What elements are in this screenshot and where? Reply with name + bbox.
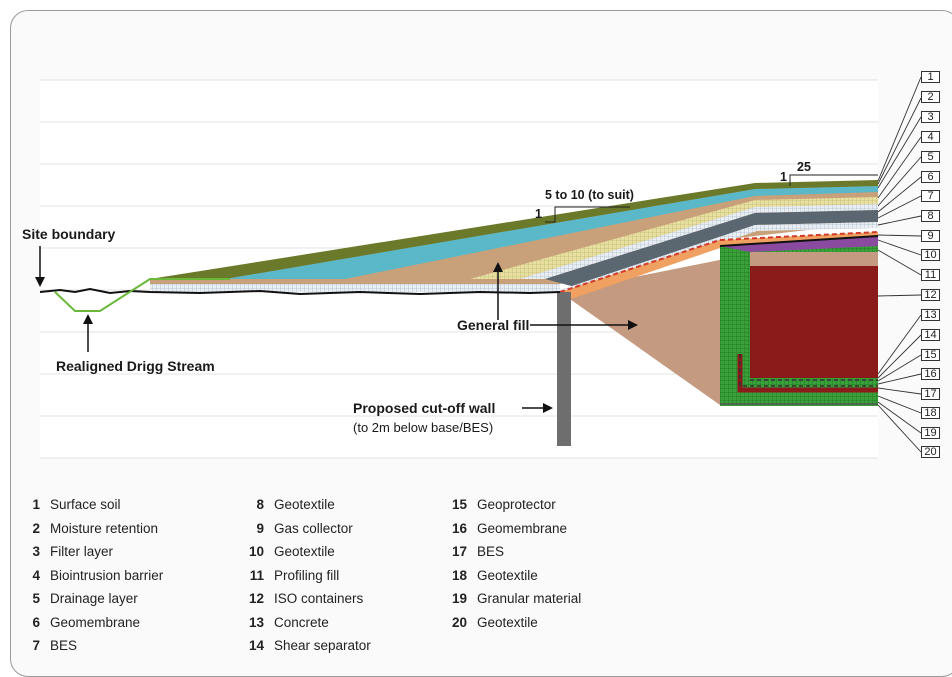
cutoff-wall-label: Proposed cut-off wall <box>353 400 496 416</box>
cap-slope-one-label: 1 <box>780 170 787 184</box>
layer-number-box: 3 <box>921 111 940 123</box>
slope-one-label: 1 <box>535 207 542 221</box>
layer-number-box: 6 <box>921 171 940 183</box>
container-block <box>719 235 879 406</box>
cutoff-wall <box>557 292 571 446</box>
layer-number-box: 4 <box>921 131 940 143</box>
layer-number-box: 5 <box>921 151 940 163</box>
layer-number-box: 16 <box>921 368 940 380</box>
ground-line <box>39 287 561 296</box>
stream-channel <box>54 278 230 312</box>
layer-number-box: 8 <box>921 210 940 222</box>
leader-lines <box>877 76 922 453</box>
layer-number-box: 7 <box>921 190 940 202</box>
general-fill-lower <box>560 260 720 405</box>
layer-number-box: 13 <box>921 309 940 321</box>
layer-number-box: 14 <box>921 329 940 341</box>
layer-number-box: 12 <box>921 289 940 301</box>
layer-number-box: 2 <box>921 91 940 103</box>
site-boundary-label: Site boundary <box>22 226 116 242</box>
layer-number-box: 10 <box>921 249 940 261</box>
general-fill-label: General fill <box>457 317 530 333</box>
annotation-arrows <box>35 246 638 413</box>
layer-number-box: 15 <box>921 349 940 361</box>
layer-number-box: 19 <box>921 427 940 439</box>
layer-number-box: 9 <box>921 230 940 242</box>
cutoff-wall-sublabel: (to 2m below base/BES) <box>353 420 494 435</box>
layer-number-box: 1 <box>921 71 940 83</box>
layer-number-box: 11 <box>921 269 940 281</box>
slope-label: 5 to 10 (to suit) <box>545 188 634 202</box>
layer-number-box: 20 <box>921 446 940 458</box>
layer-number-box: 17 <box>921 388 940 400</box>
cap-slope-value-label: 25 <box>797 160 811 174</box>
realigned-stream-label: Realigned Drigg Stream <box>56 358 215 374</box>
layer-number-box: 18 <box>921 407 940 419</box>
slope-marker <box>545 174 878 223</box>
